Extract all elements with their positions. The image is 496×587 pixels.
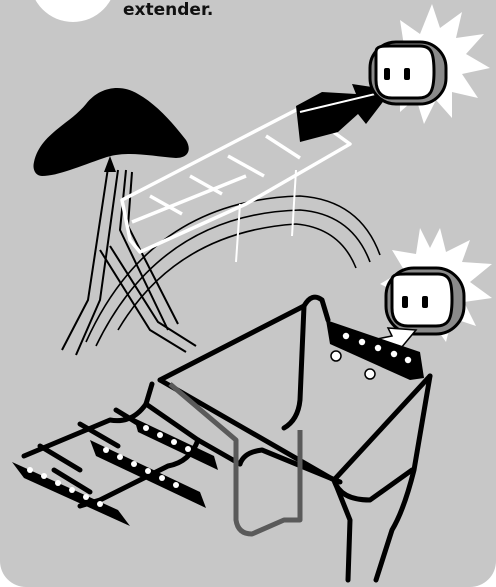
bike-saddle-icon: [33, 88, 188, 176]
connector-socket-icon: [370, 42, 446, 104]
connector-socket-icon-2: [386, 268, 464, 334]
